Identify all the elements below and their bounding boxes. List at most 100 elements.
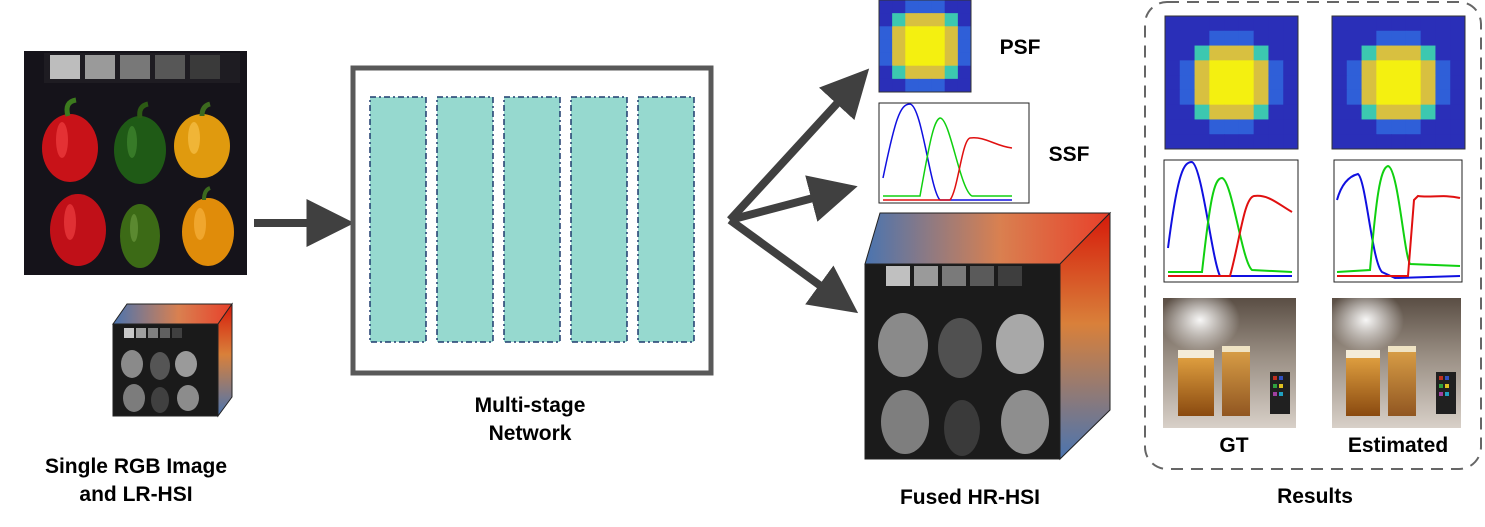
psf-cell <box>879 39 893 54</box>
psf-cell <box>905 78 919 93</box>
psf-cell <box>1450 75 1466 91</box>
psf-cell <box>879 0 893 14</box>
psf-cell <box>1253 119 1269 135</box>
psf-cell <box>918 65 933 80</box>
arrow-to-ssf <box>728 175 858 224</box>
psf-cell <box>1346 104 1363 120</box>
psf-cell <box>918 13 933 27</box>
psf-cell <box>1405 75 1422 91</box>
ssf-plot-gt <box>1163 159 1299 283</box>
psf-cell <box>1332 75 1348 91</box>
rgb-image <box>24 51 247 275</box>
psf-cell <box>1376 60 1392 76</box>
psf-cell <box>1435 119 1451 135</box>
psf-cell <box>1194 30 1210 47</box>
psf-cell <box>1450 134 1466 150</box>
psf-cell <box>892 26 906 40</box>
psf-cell <box>1332 60 1348 76</box>
psf-cell <box>1420 89 1436 106</box>
arrow-to-psf <box>727 68 870 223</box>
psf-cell <box>1332 89 1348 106</box>
input-label: Single RGB Image and LR-HSI <box>18 453 254 509</box>
psf-cell <box>905 65 919 80</box>
psf-cell <box>1268 30 1284 47</box>
psf-cell <box>944 65 959 80</box>
psf-cell <box>1194 119 1210 135</box>
psf-cell <box>1391 75 1407 91</box>
psf-cell <box>1268 16 1284 32</box>
psf-cell <box>1405 16 1422 32</box>
psf-cell <box>879 13 893 27</box>
psf-cell <box>879 65 893 80</box>
psf-cell <box>1435 16 1451 32</box>
stage-block-4 <box>570 96 628 343</box>
psf-cell <box>1179 89 1196 106</box>
psf-cell <box>1376 119 1392 135</box>
network-label-line1: Multi-stage <box>474 394 586 417</box>
psf-cell <box>918 52 933 67</box>
ssf-label: SSF <box>1048 143 1090 166</box>
psf-cell <box>1268 45 1284 61</box>
psf-cell <box>1391 134 1407 150</box>
psf-cell <box>1420 30 1436 47</box>
ssf-plot <box>878 102 1030 204</box>
psf-cell <box>1391 60 1407 76</box>
psf-cell <box>1224 104 1240 120</box>
psf-cell <box>1165 134 1181 150</box>
psf-cell <box>1420 60 1436 76</box>
psf-cell <box>1391 30 1407 47</box>
psf-cell <box>1253 134 1269 150</box>
psf-cell <box>1238 60 1255 76</box>
psf-cell <box>905 26 919 40</box>
stage-block-5 <box>637 96 695 343</box>
psf-cell <box>1165 119 1181 135</box>
psf-cell <box>1435 30 1451 47</box>
psf-cell <box>1253 89 1269 106</box>
psf-cell <box>1405 89 1422 106</box>
psf-heatmap-gt <box>1164 15 1299 150</box>
psf-cell <box>1346 16 1363 32</box>
psf-cell <box>1283 30 1299 47</box>
psf-cell <box>1209 30 1225 47</box>
psf-cell <box>1209 119 1225 135</box>
fused-hsi-cube <box>864 211 1112 461</box>
psf-cell <box>1238 119 1255 135</box>
psf-cell <box>944 26 959 40</box>
psf-cell <box>1435 89 1451 106</box>
psf-cell <box>1332 45 1348 61</box>
psf-cell <box>1376 30 1392 47</box>
psf-cell <box>1194 89 1210 106</box>
psf-cell <box>944 52 959 67</box>
psf-cell <box>1179 134 1196 150</box>
network-label: Multi-stage Network <box>430 392 630 448</box>
psf-cell <box>931 39 946 54</box>
pepper-green-top <box>114 101 166 184</box>
psf-cell <box>957 13 972 27</box>
psf-cell <box>1420 45 1436 61</box>
ssf-green-curve <box>883 117 1012 197</box>
psf-cell <box>879 52 893 67</box>
psf-cell <box>957 52 972 67</box>
psf-cell <box>1450 60 1466 76</box>
psf-cell <box>931 0 946 14</box>
psf-cell <box>892 0 906 14</box>
pepper-yellow-top <box>174 101 230 178</box>
psf-cell <box>1194 45 1210 61</box>
psf-cell <box>1224 16 1240 32</box>
psf-cell <box>1332 16 1348 32</box>
psf-cell <box>1238 16 1255 32</box>
ssf-blue-curve <box>882 103 1012 201</box>
psf-cell <box>1391 89 1407 106</box>
psf-cell <box>1450 119 1466 135</box>
psf-cell <box>944 13 959 27</box>
psf-cell <box>905 13 919 27</box>
psf-cell <box>905 52 919 67</box>
psf-frame <box>1331 15 1466 150</box>
psf-cell <box>1253 45 1269 61</box>
psf-cell <box>1165 60 1181 76</box>
fused-label: Fused HR-HSI <box>899 486 1040 509</box>
pepper-red-top <box>42 97 98 182</box>
psf-cell <box>1450 104 1466 120</box>
input-label-line2: and LR-HSI <box>79 483 193 506</box>
psf-cell <box>1194 75 1210 91</box>
